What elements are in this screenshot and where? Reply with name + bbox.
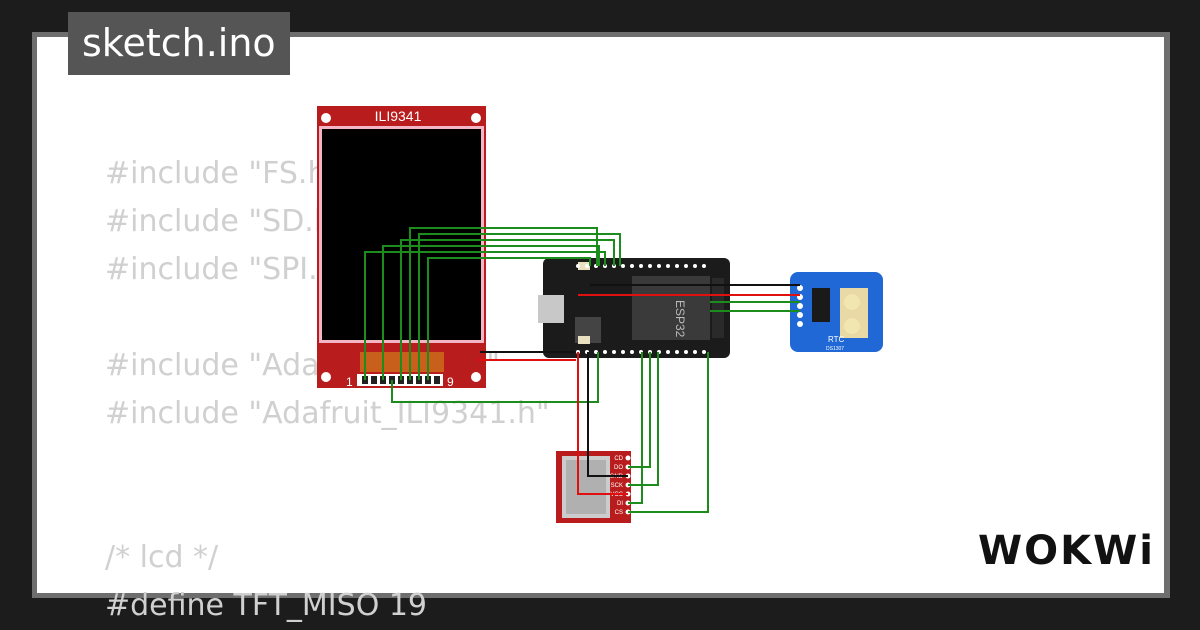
sd-pin-label: DO xyxy=(614,465,623,471)
code-line: /* lcd */ xyxy=(105,540,219,575)
sd-card-module[interactable]: CD DO GND SCK VCC DI CS xyxy=(556,451,631,523)
file-tab[interactable]: sketch.ino xyxy=(68,12,290,75)
esp32-board[interactable]: ESP32 xyxy=(538,258,730,358)
display-pin-last-label: 9 xyxy=(447,375,454,389)
code-line: #include "Adafruit_ILI9341.h" xyxy=(105,396,550,431)
rtc-part-label: DS1307 xyxy=(826,346,844,352)
sd-pin-label: DI xyxy=(617,501,623,507)
sd-pin-label: CS xyxy=(615,510,623,516)
rtc-module[interactable]: RTC DS1307 xyxy=(790,272,883,352)
sd-pin-label: SCK xyxy=(611,483,623,489)
esp32-label: ESP32 xyxy=(673,300,687,338)
display-label: ILI9341 xyxy=(375,108,422,124)
wires xyxy=(364,227,800,513)
sd-pin-label: CD xyxy=(614,456,623,462)
display-pin-first-label: 1 xyxy=(346,375,353,389)
code-line: #define TFT_MISO 19 xyxy=(105,588,428,623)
wokwi-logo: WOKWi xyxy=(978,528,1155,574)
rtc-label: RTC xyxy=(828,335,845,344)
